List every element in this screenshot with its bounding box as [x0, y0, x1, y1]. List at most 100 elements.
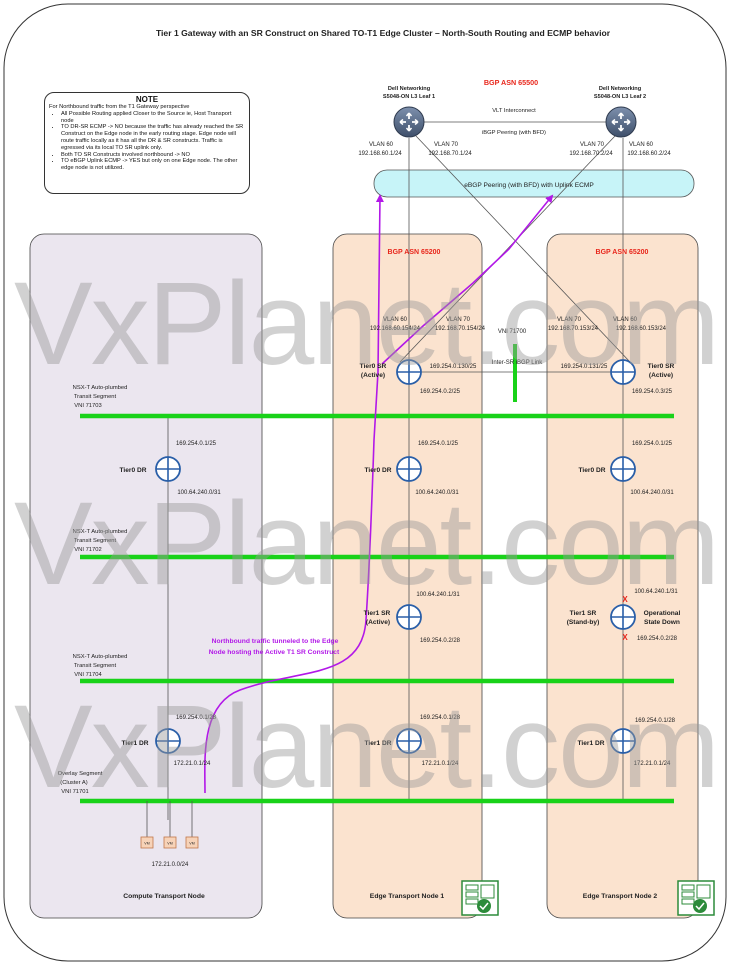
- note-bullet: TO DR-SR ECMP -> NO because the traffic …: [61, 124, 245, 151]
- edge2-t0dr-label: Tier0 DR: [579, 467, 606, 474]
- edge1-t0dr-label: Tier0 DR: [365, 467, 392, 474]
- note-bullet: All Possible Routing applied Closer to t…: [61, 111, 245, 125]
- edge1-t1sr-state: (Active): [366, 619, 390, 626]
- edge2-x-mark-bottom: X: [622, 633, 628, 642]
- vm-icon: VM: [140, 836, 154, 849]
- compute-tier1-dr-icon: [155, 728, 181, 754]
- segment-71702-line1: NSX-T Auto-plumbed: [73, 529, 128, 535]
- leaf1-ip70: 192.168.70.1/24: [428, 151, 472, 157]
- edge1-vlan60: VLAN 60: [383, 317, 408, 323]
- edge1-ip60: 192.168.60.154/24: [370, 326, 421, 332]
- compute-t0dr-down-ip: 100.64.240.0/31: [177, 490, 221, 496]
- inter-sr-vni-label: VNI 71700: [498, 329, 527, 335]
- ibgp-label: iBGP Peering (with BFD): [482, 130, 546, 136]
- edge2-node-label: Edge Transport Node 2: [583, 893, 658, 900]
- edge2-vlan70: VLAN 70: [557, 317, 582, 323]
- edge1-t0sr-transit-ip: 169.254.0.2/25: [420, 389, 461, 395]
- segment-71701-line1: Overlay Segment: [58, 771, 103, 777]
- edge2-ip60: 192.168.60.153/24: [616, 326, 667, 332]
- edge2-t1sr-state: (Stand-by): [567, 619, 600, 626]
- edge2-tier0-dr-icon: [610, 456, 636, 482]
- edge2-t0dr-down-ip: 100.64.240.0/31: [630, 490, 674, 496]
- edge1-ip70: 192.168.70.154/24: [435, 326, 486, 332]
- edge1-tier1-sr-icon: [396, 604, 422, 630]
- segment-71704-line1: NSX-T Auto-plumbed: [73, 654, 128, 660]
- ebgp-banner: [373, 169, 695, 198]
- edge2-bgp-asn: BGP ASN 65200: [596, 249, 649, 256]
- compute-t1dr-label: Tier1 DR: [122, 740, 149, 747]
- edge-transport-node-1-box: [332, 233, 483, 919]
- leaf1-vlan60: VLAN 60: [369, 142, 394, 148]
- compute-transport-node-box: [29, 233, 263, 919]
- edge2-x-mark-top: X: [622, 595, 628, 604]
- leaf1-name-line2: S5048-ON L3 Leaf 1: [383, 94, 435, 100]
- physical-bgp-asn: BGP ASN 65500: [484, 78, 538, 87]
- compute-t0dr-up-ip: 169.254.0.1/25: [176, 441, 217, 447]
- note-bullets: All Possible Routing applied Closer to t…: [49, 111, 245, 172]
- leaf2-name-line2: S5048-ON L3 Leaf 2: [594, 94, 646, 100]
- edge2-tier0-sr-icon: [610, 359, 636, 385]
- svg-text:VM: VM: [144, 842, 149, 846]
- edge2-t1sr-up-ip: 100.64.240.1/31: [634, 589, 678, 595]
- edge1-t1sr-down-ip: 169.254.0.2/28: [420, 638, 461, 644]
- edge1-t1dr-down-ip: 172.21.0.1/24: [422, 761, 459, 767]
- segment-71701-line2: (Cluster A): [60, 780, 87, 786]
- segment-71701-line3: VNI 71701: [61, 789, 88, 795]
- edge1-t0sr-interlink-ip: 169.254.0.130/25: [430, 364, 477, 370]
- leaf1-vlan70: VLAN 70: [434, 142, 459, 148]
- edge2-t0sr-interlink-ip: 169.254.0.131/25: [561, 364, 608, 370]
- vm-icon: VM: [185, 836, 199, 849]
- northbound-traffic-path: [204, 194, 384, 794]
- ebgp-banner-label: eBGP Peering (with BFD) with Uplink ECMP: [464, 182, 594, 189]
- edge1-node-icon: [461, 880, 499, 916]
- edge1-t1dr-label: Tier1 DR: [365, 740, 392, 747]
- compute-subnet: 172.21.0.0/24: [152, 862, 189, 868]
- edge-transport-node-2-box: [546, 233, 699, 919]
- segment-71702-line3: VNI 71702: [74, 547, 101, 553]
- note-intro: For Northbound traffic from the T1 Gatew…: [49, 104, 190, 110]
- edge2-t1dr-label: Tier1 DR: [578, 740, 605, 747]
- edge2-t0sr-transit-ip: 169.254.0.3/25: [632, 389, 673, 395]
- edge1-tier0-sr-icon: [396, 359, 422, 385]
- segment-71703-line2: Transit Segment: [74, 394, 117, 400]
- diagram-title: Tier 1 Gateway with an SR Construct on S…: [156, 28, 611, 38]
- compute-node-label: Compute Transport Node: [123, 893, 205, 900]
- segment-71704-line3: VNI 71704: [74, 672, 102, 678]
- edge2-op-state-line1: Operational: [644, 610, 681, 617]
- edge1-vlan70: VLAN 70: [446, 317, 471, 323]
- edge1-tier0-dr-icon: [396, 456, 422, 482]
- segment-71703-line3: VNI 71703: [74, 403, 101, 409]
- edge1-t1dr-up-ip: 169.254.0.1/28: [420, 715, 461, 721]
- traffic-annotation-line2: Node hosting the Active T1 SR Construct: [209, 649, 340, 656]
- leaf2-switch-icon: [605, 106, 637, 138]
- compute-t0dr-label: Tier0 DR: [120, 467, 147, 474]
- edge2-t0sr-state: (Active): [649, 372, 673, 379]
- leaf1-to-edge2-vlan70: [415, 135, 631, 363]
- compute-t1dr-up-ip: 169.254.0.1/28: [176, 715, 217, 721]
- traffic-annotation-line1: Northbound traffic tunneled to the Edge: [212, 638, 339, 645]
- note-bullet: Both TO SR Constructs involved northboun…: [61, 152, 245, 159]
- edge1-t0dr-down-ip: 100.64.240.0/31: [415, 490, 459, 496]
- edge1-bgp-asn: BGP ASN 65200: [388, 249, 441, 256]
- edge2-node-icon: [677, 880, 715, 916]
- compute-t1dr-down-ip: 172.21.0.1/24: [174, 761, 211, 767]
- segment-71702-line2: Transit Segment: [74, 538, 117, 544]
- leaf2-ip60: 192.168.60.2/24: [627, 151, 671, 157]
- vm-icon: VM: [163, 836, 177, 849]
- edge1-t0sr-state: (Active): [361, 372, 385, 379]
- leaf2-vlan70: VLAN 70: [580, 142, 605, 148]
- inter-sr-link-label: Inter-SR iBGP Link: [492, 360, 544, 366]
- edge1-t1sr-up-ip: 100.64.240.1/31: [416, 592, 460, 598]
- ecmp-traffic-path: [381, 194, 554, 365]
- leaf2-name-line1: Dell Networking: [599, 86, 642, 92]
- edge1-t0sr-label: Tier0 SR: [360, 363, 387, 370]
- segment-71704-line2: Transit Segment: [74, 663, 117, 669]
- edge2-t1sr-down-ip: 169.254.0.2/28: [637, 636, 678, 642]
- edge2-tier1-sr-icon: [610, 604, 636, 630]
- note-bullet: TO eBGP Uplink ECMP -> YES but only on o…: [61, 158, 245, 172]
- svg-text:VM: VM: [189, 842, 194, 846]
- segment-71703-line1: NSX-T Auto-plumbed: [73, 385, 128, 391]
- svg-text:VM: VM: [167, 842, 172, 846]
- edge2-t1dr-up-ip: 169.254.0.1/28: [635, 718, 676, 724]
